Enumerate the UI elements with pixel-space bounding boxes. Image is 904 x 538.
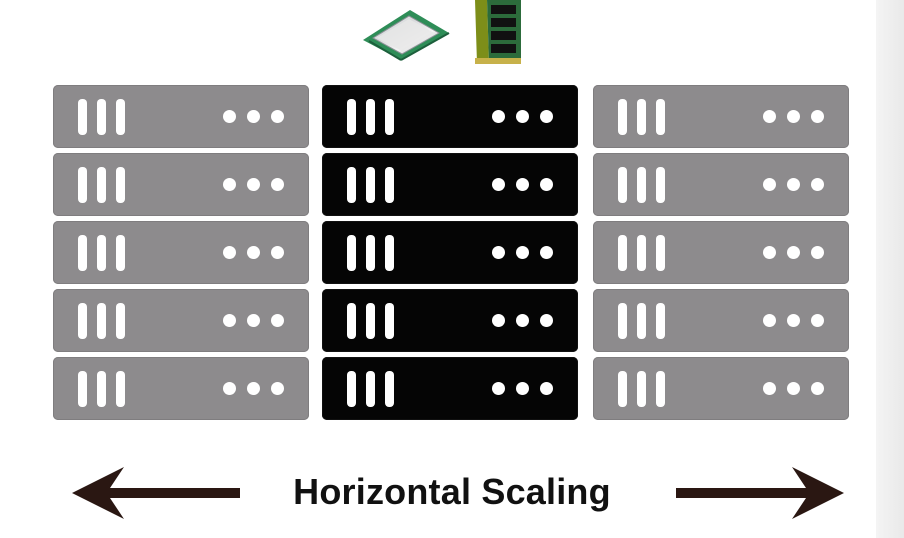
server-vents — [618, 167, 668, 203]
server-vents — [347, 303, 397, 339]
server-status-lights — [492, 382, 554, 395]
server-status-lights — [223, 246, 285, 259]
server-vents — [618, 235, 668, 271]
server-vents — [78, 303, 128, 339]
hardware-icons — [355, 0, 535, 68]
server-vents — [78, 99, 128, 135]
server-unit — [322, 153, 578, 216]
server-unit — [593, 289, 849, 352]
server-unit — [593, 85, 849, 148]
server-vents — [347, 235, 397, 271]
server-unit — [322, 289, 578, 352]
server-unit — [322, 357, 578, 420]
server-vents — [618, 371, 668, 407]
server-unit — [53, 85, 309, 148]
server-vents — [347, 371, 397, 407]
server-vents — [347, 167, 397, 203]
rack-middle-highlighted — [322, 85, 578, 420]
server-vents — [78, 235, 128, 271]
server-vents — [618, 303, 668, 339]
server-unit — [53, 289, 309, 352]
right-arrow-icon — [676, 467, 844, 519]
server-unit — [322, 221, 578, 284]
ram-module-icon — [475, 0, 521, 64]
rack-left — [53, 85, 309, 420]
server-status-lights — [763, 110, 825, 123]
server-status-lights — [492, 178, 554, 191]
server-unit — [53, 357, 309, 420]
diagram-title: Horizontal Scaling — [293, 471, 611, 512]
server-unit — [593, 357, 849, 420]
server-unit — [593, 221, 849, 284]
server-vents — [78, 371, 128, 407]
rack-right — [593, 85, 849, 420]
server-vents — [618, 99, 668, 135]
server-unit — [53, 221, 309, 284]
server-status-lights — [492, 314, 554, 327]
server-status-lights — [492, 110, 554, 123]
server-status-lights — [763, 382, 825, 395]
server-status-lights — [223, 382, 285, 395]
server-vents — [78, 167, 128, 203]
server-status-lights — [763, 246, 825, 259]
server-unit — [53, 153, 309, 216]
server-status-lights — [223, 178, 285, 191]
server-unit — [322, 85, 578, 148]
server-status-lights — [223, 110, 285, 123]
right-edge-shade — [876, 0, 904, 538]
horizontal-scaling-row: Horizontal Scaling — [0, 465, 904, 523]
server-status-lights — [763, 178, 825, 191]
server-status-lights — [223, 314, 285, 327]
cpu-chip-icon — [363, 10, 450, 61]
server-vents — [347, 99, 397, 135]
left-arrow-icon — [72, 467, 240, 519]
server-status-lights — [492, 246, 554, 259]
server-status-lights — [763, 314, 825, 327]
server-unit — [593, 153, 849, 216]
